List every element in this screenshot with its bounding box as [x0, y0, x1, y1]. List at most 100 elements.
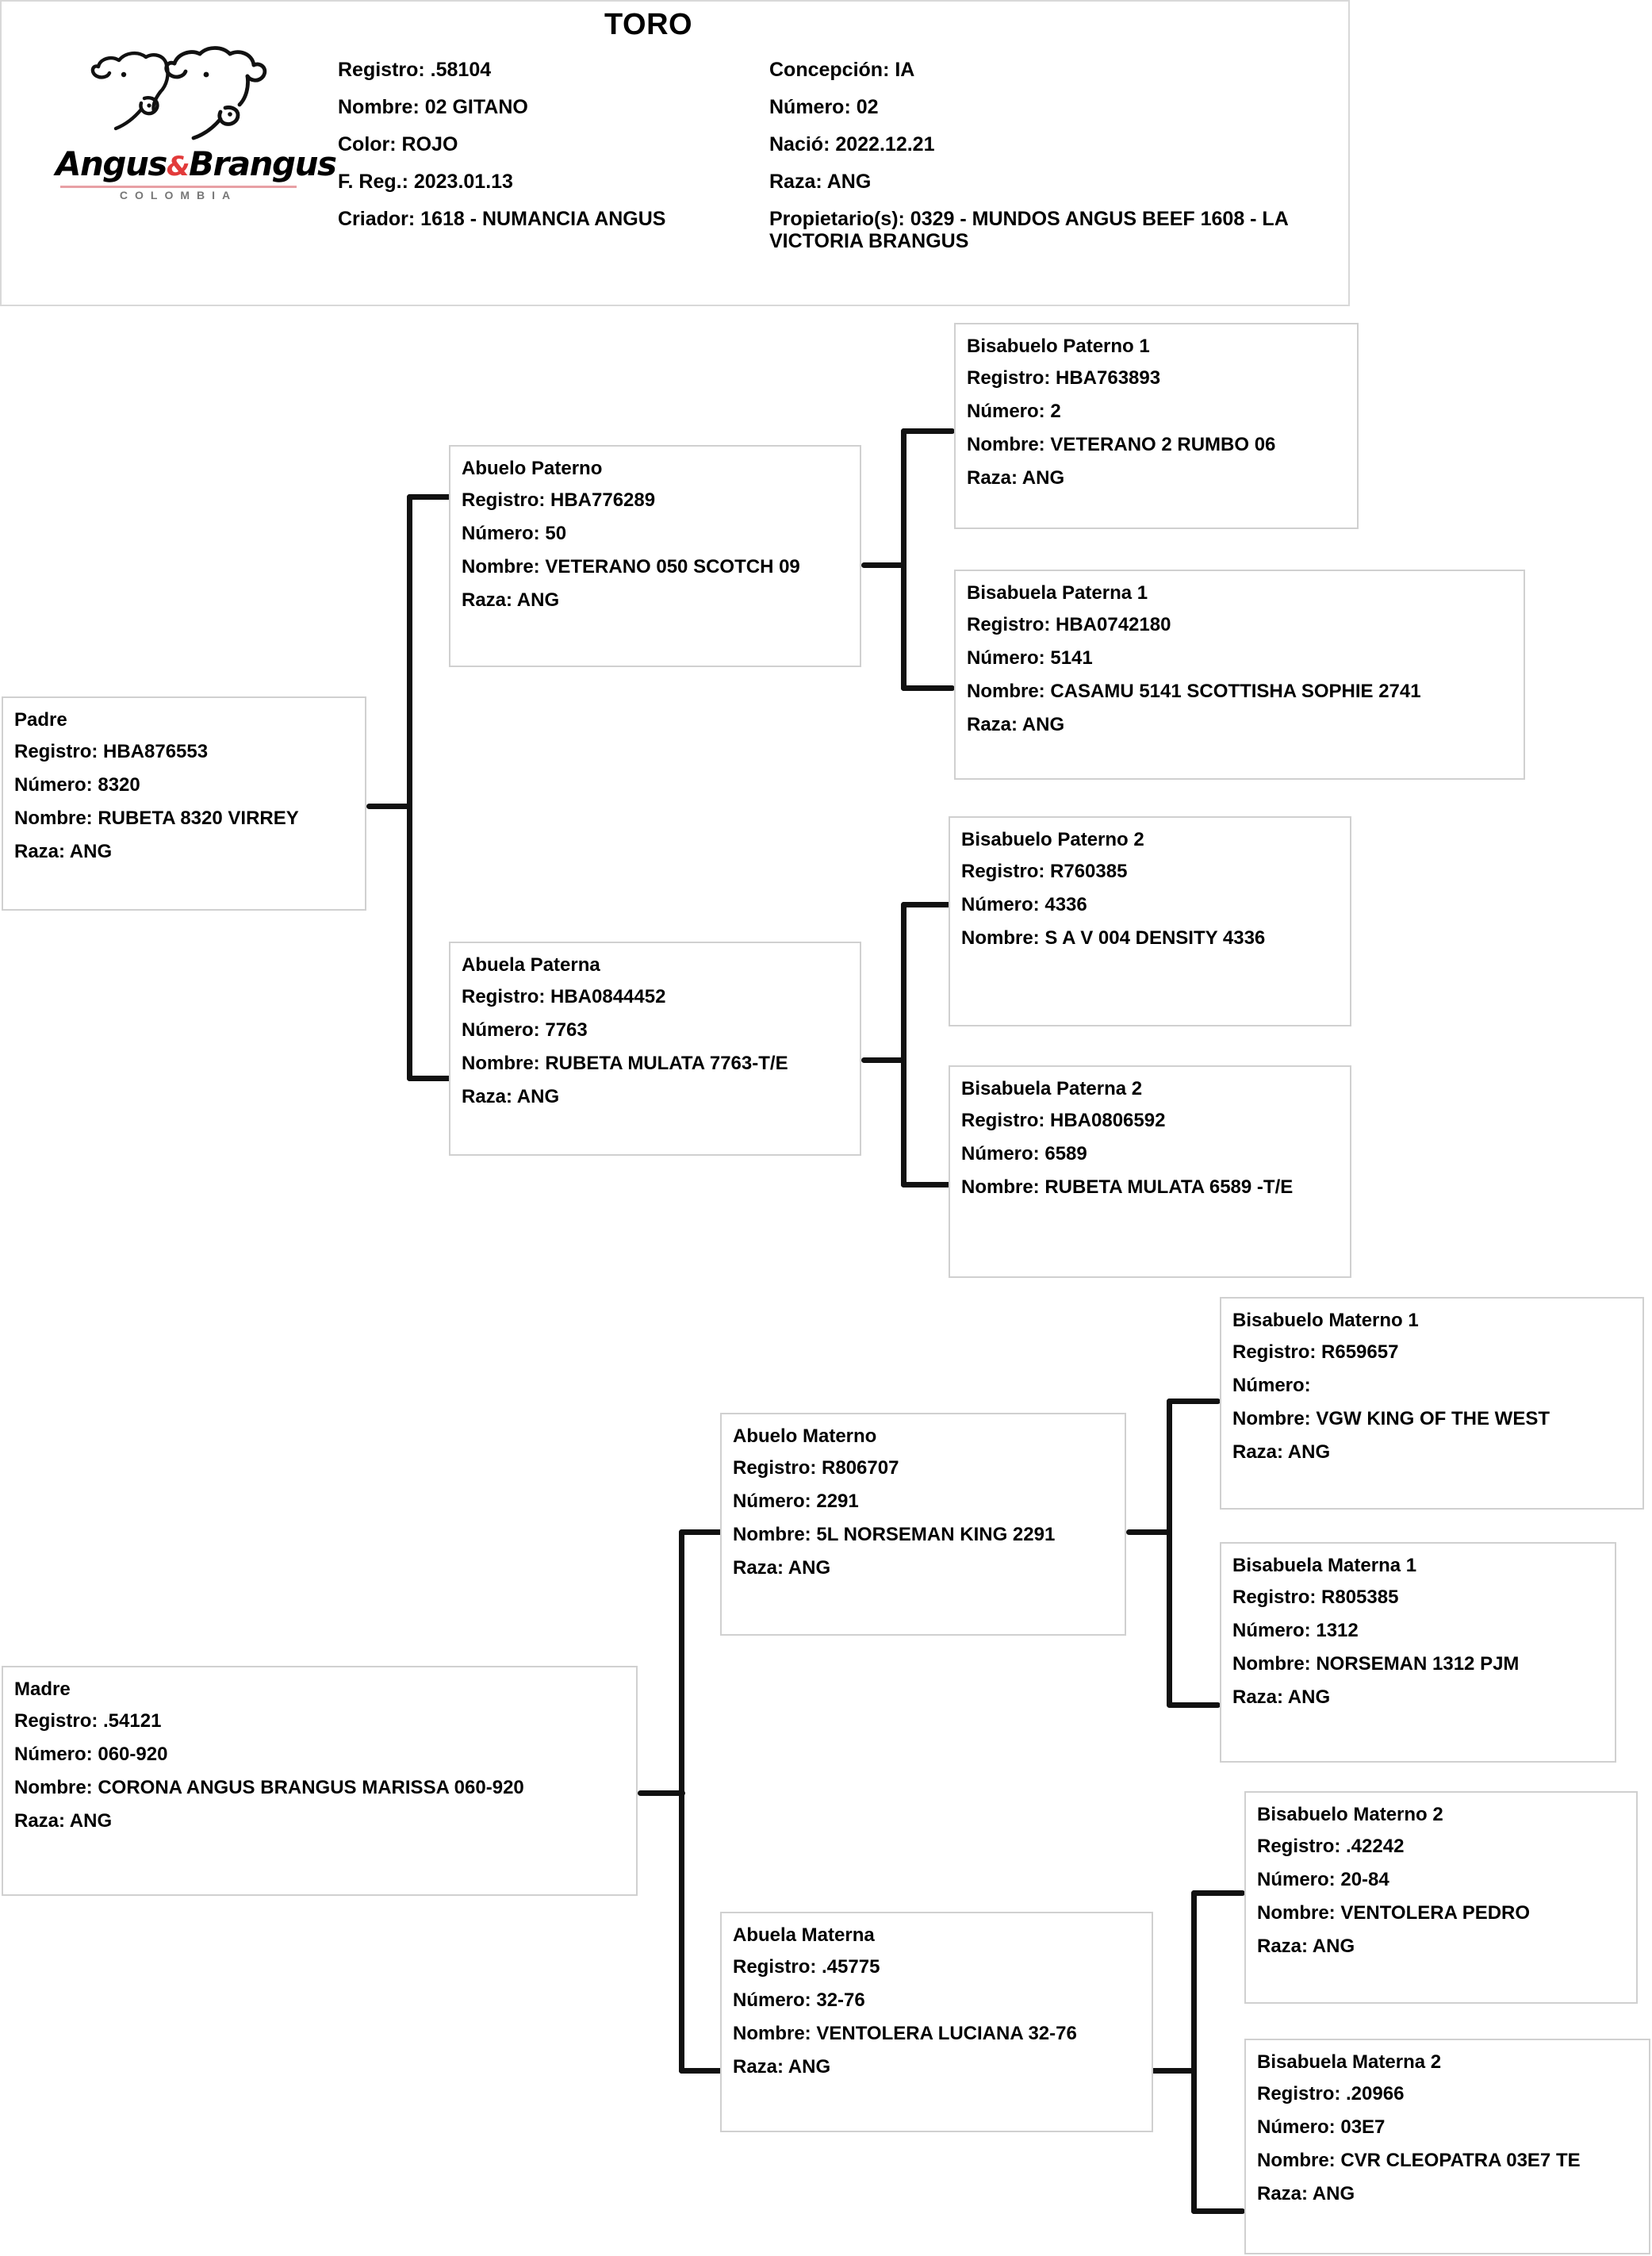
node-padre[interactable]: Padre Registro: HBA876553 Número: 8320 N…: [2, 696, 366, 911]
node-bisabuelo-materno-2-registro: Registro: .42242: [1257, 1836, 1405, 1857]
header-field-nombre: Nombre: 02 GITANO: [338, 96, 528, 118]
connector-abuelo-paterno: [407, 494, 460, 500]
node-abuelo-paterno[interactable]: Abuelo Paterno Registro: HBA776289 Númer…: [449, 445, 861, 667]
connector-abuelo-paterno-stem: [861, 562, 906, 568]
node-bisabuela-materna-1[interactable]: Bisabuela Materna 1 Registro: R805385 Nú…: [1220, 1542, 1616, 1763]
node-bisabuelo-materno-2[interactable]: Bisabuelo Materno 2 Registro: .42242 Núm…: [1244, 1791, 1638, 2004]
node-bisabuela-materna-2-registro: Registro: .20966: [1257, 2083, 1405, 2104]
node-bisabuela-paterna-2-nombre: Nombre: RUBETA MULATA 6589 -T/E: [961, 1176, 1294, 1198]
node-padre-title: Padre: [14, 709, 67, 731]
connector-abuela-paterna: [407, 1076, 460, 1081]
node-bisabuelo-paterno-1-title: Bisabuelo Paterno 1: [967, 336, 1150, 357]
connector-abuela-materna: [679, 2068, 726, 2074]
node-bisabuela-materna-1-registro: Registro: R805385: [1232, 1586, 1399, 1608]
node-bisabuela-materna-1-title: Bisabuela Materna 1: [1232, 1555, 1417, 1576]
node-bisabuelo-paterno-2-nombre: Nombre: S A V 004 DENSITY 4336: [961, 927, 1266, 949]
node-abuela-materna-registro: Registro: .45775: [733, 1956, 880, 1978]
page-title: TORO: [604, 8, 693, 41]
connector-bisabuelos-m2-spine: [1191, 1890, 1197, 2214]
node-bisabuelo-paterno-2-numero: Número: 4336: [961, 894, 1087, 915]
node-bisabuelo-materno-2-numero: Número: 20-84: [1257, 1869, 1389, 1890]
logo-word-brangus: Brangus: [189, 144, 337, 183]
node-bisabuelo-materno-2-raza: Raza: ANG: [1257, 1936, 1355, 1957]
node-abuelo-materno[interactable]: Abuelo Materno Registro: R806707 Número:…: [720, 1413, 1126, 1636]
node-bisabuelo-paterno-1[interactable]: Bisabuelo Paterno 1 Registro: HBA763893 …: [954, 323, 1359, 529]
animal-header-panel: TORO: [0, 0, 1350, 306]
node-abuelo-paterno-title: Abuelo Paterno: [462, 458, 603, 479]
node-abuela-paterna-raza: Raza: ANG: [462, 1086, 560, 1107]
node-abuela-paterna-nombre: Nombre: RUBETA MULATA 7763-T/E: [462, 1053, 788, 1074]
node-bisabuela-paterna-1-raza: Raza: ANG: [967, 714, 1065, 735]
node-bisabuela-materna-2-title: Bisabuela Materna 2: [1257, 2051, 1442, 2073]
node-bisabuelo-materno-2-title: Bisabuelo Materno 2: [1257, 1804, 1443, 1825]
logo-word-angus: Angus: [56, 144, 167, 183]
connector-bisabuelos-m1-spine: [1167, 1398, 1172, 1707]
node-bisabuelo-paterno-1-raza: Raza: ANG: [967, 467, 1065, 489]
node-bisabuela-paterna-1-registro: Registro: HBA0742180: [967, 614, 1171, 635]
connector-bisabuelo-materno-2: [1191, 1890, 1245, 1896]
node-bisabuela-materna-1-numero: Número: 1312: [1232, 1620, 1359, 1641]
connector-paternal-spine: [407, 494, 412, 1081]
node-madre-raza: Raza: ANG: [14, 1810, 113, 1832]
node-padre-numero: Número: 8320: [14, 774, 140, 796]
node-abuela-materna-raza: Raza: ANG: [733, 2056, 831, 2078]
connector-bisabuela-paterna-1: [901, 685, 955, 691]
node-bisabuelo-paterno-1-numero: Número: 2: [967, 401, 1061, 422]
node-abuela-paterna[interactable]: Abuela Paterna Registro: HBA0844452 Núme…: [449, 942, 861, 1156]
node-madre-numero: Número: 060-920: [14, 1744, 168, 1765]
header-field-numero: Número: 02: [769, 96, 879, 118]
connector-abuela-paterna-stem: [861, 1057, 906, 1063]
node-bisabuelo-paterno-2-registro: Registro: R760385: [961, 861, 1128, 882]
node-bisabuela-paterna-2-title: Bisabuela Paterna 2: [961, 1078, 1143, 1099]
node-bisabuelo-paterno-2[interactable]: Bisabuelo Paterno 2 Registro: R760385 Nú…: [949, 816, 1351, 1026]
node-bisabuela-paterna-2-numero: Número: 6589: [961, 1143, 1087, 1164]
node-bisabuelo-materno-2-nombre: Nombre: VENTOLERA PEDRO: [1257, 1902, 1531, 1924]
node-bisabuelo-materno-1[interactable]: Bisabuelo Materno 1 Registro: R659657 Nú…: [1220, 1297, 1644, 1510]
node-bisabuela-materna-1-nombre: Nombre: NORSEMAN 1312 PJM: [1232, 1653, 1520, 1675]
node-madre-nombre: Nombre: CORONA ANGUS BRANGUS MARISSA 060…: [14, 1777, 524, 1798]
header-field-criador: Criador: 1618 - NUMANCIA ANGUS: [338, 208, 666, 230]
node-abuelo-materno-numero: Número: 2291: [733, 1491, 859, 1512]
logo-wordmark: Angus&Brangus: [56, 144, 337, 183]
node-abuelo-paterno-registro: Registro: HBA776289: [462, 489, 656, 511]
node-madre-title: Madre: [14, 1679, 71, 1700]
node-abuela-materna[interactable]: Abuela Materna Registro: .45775 Número: …: [720, 1912, 1153, 2132]
header-field-fecha-registro: F. Reg.: 2023.01.13: [338, 171, 513, 193]
node-bisabuela-paterna-1-nombre: Nombre: CASAMU 5141 SCOTTISHA SOPHIE 274…: [967, 681, 1421, 702]
connector-padre-stem: [366, 804, 412, 809]
header-field-nacio: Nació: 2022.12.21: [769, 133, 935, 155]
header-left-column: Registro: .58104 Nombre: 02 GITANO Color…: [338, 59, 766, 245]
node-abuela-materna-nombre: Nombre: VENTOLERA LUCIANA 32-76: [733, 2023, 1077, 2044]
node-abuelo-materno-title: Abuelo Materno: [733, 1425, 877, 1447]
node-bisabuela-paterna-1-numero: Número: 5141: [967, 647, 1093, 669]
connector-bisabuelo-paterno-2: [901, 902, 955, 907]
node-abuela-materna-title: Abuela Materna: [733, 1924, 875, 1946]
node-bisabuelo-paterno-2-title: Bisabuelo Paterno 2: [961, 829, 1144, 850]
node-bisabuelo-materno-1-title: Bisabuelo Materno 1: [1232, 1310, 1419, 1331]
connector-bisabuelos-1-spine: [901, 428, 906, 691]
node-abuelo-materno-registro: Registro: R806707: [733, 1457, 899, 1479]
node-bisabuela-materna-2[interactable]: Bisabuela Materna 2 Registro: .20966 Núm…: [1244, 2039, 1650, 2254]
node-abuelo-paterno-raza: Raza: ANG: [462, 589, 560, 611]
connector-abuela-materna-stem: [1151, 2068, 1197, 2074]
node-bisabuelo-materno-1-registro: Registro: R659657: [1232, 1341, 1399, 1363]
node-padre-registro: Registro: HBA876553: [14, 741, 209, 762]
node-abuelo-paterno-nombre: Nombre: VETERANO 050 SCOTCH 09: [462, 556, 800, 577]
node-abuela-paterna-registro: Registro: HBA0844452: [462, 986, 666, 1007]
node-abuela-paterna-title: Abuela Paterna: [462, 954, 600, 976]
logo-country-label: COLOMBIA: [119, 189, 238, 201]
connector-bisabuelos-2-spine: [901, 902, 906, 1187]
node-bisabuela-paterna-1[interactable]: Bisabuela Paterna 1 Registro: HBA0742180…: [954, 570, 1525, 780]
header-field-color: Color: ROJO: [338, 133, 458, 155]
node-abuelo-materno-nombre: Nombre: 5L NORSEMAN KING 2291: [733, 1524, 1056, 1545]
node-abuela-paterna-numero: Número: 7763: [462, 1019, 588, 1041]
connector-bisabuela-paterna-2: [901, 1182, 955, 1187]
header-field-raza: Raza: ANG: [769, 171, 872, 193]
node-madre[interactable]: Madre Registro: .54121 Número: 060-920 N…: [2, 1666, 638, 1896]
node-abuelo-materno-raza: Raza: ANG: [733, 1557, 831, 1579]
header-right-column: Concepción: IA Número: 02 Nació: 2022.12…: [769, 59, 1340, 267]
node-bisabuela-paterna-2[interactable]: Bisabuela Paterna 2 Registro: HBA0806592…: [949, 1065, 1351, 1278]
node-bisabuelo-materno-1-raza: Raza: ANG: [1232, 1441, 1331, 1463]
node-bisabuela-materna-2-numero: Número: 03E7: [1257, 2116, 1386, 2138]
